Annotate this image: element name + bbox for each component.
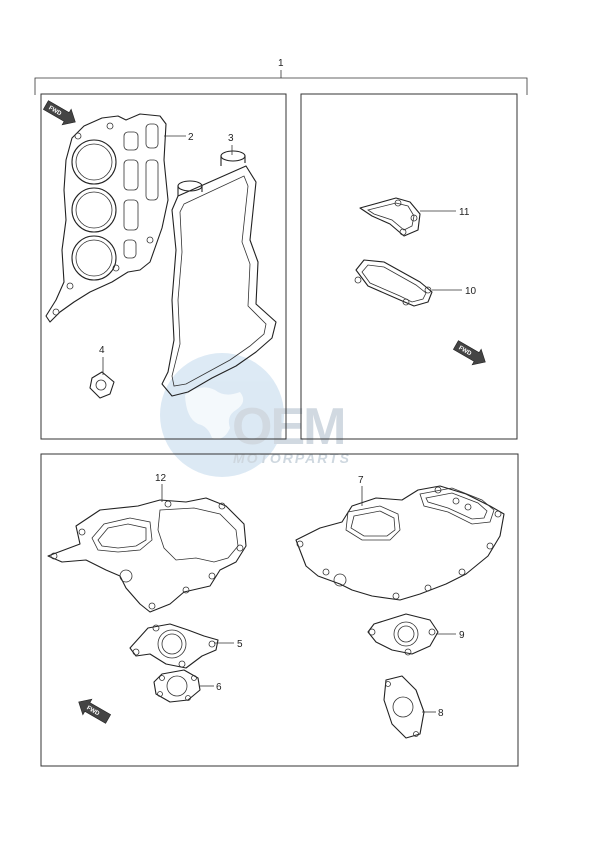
small-gasket-4 — [89, 371, 115, 399]
part-1-callout: 1 — [34, 58, 528, 95]
part-label-5: 5 — [237, 639, 243, 650]
part-12-callout: 12 — [155, 473, 167, 502]
part-label-7: 7 — [358, 475, 364, 486]
watermark-continents — [185, 387, 244, 439]
part-label-8: 8 — [438, 708, 444, 719]
part-6-callout: 6 — [200, 682, 222, 693]
cylinder-head-gasket — [45, 113, 169, 323]
part-3-callout: 3 — [228, 133, 234, 155]
watermark-subtitle: MOTORPARTS — [233, 450, 351, 466]
watermark-brand: OEM — [232, 398, 344, 456]
watermark: OEM MOTORPARTS — [160, 353, 351, 477]
panel-bottom — [40, 453, 519, 767]
part-7-callout: 7 — [358, 475, 364, 506]
fwd-arrow-icon — [452, 340, 486, 366]
part-label-2: 2 — [188, 132, 194, 143]
gasket-9 — [367, 613, 439, 656]
part-label-12: 12 — [155, 473, 167, 484]
gasket-7 — [295, 485, 505, 601]
gasket-10 — [354, 259, 433, 307]
part-label-3: 3 — [228, 133, 234, 144]
fwd-arrow-icon — [42, 100, 76, 126]
part-label-10: 10 — [465, 286, 477, 297]
part-label-1: 1 — [278, 58, 284, 69]
fwd-arrow-right: FWD — [452, 340, 486, 366]
gasket-6 — [153, 669, 201, 703]
fwd-arrow-bottom-left: FWD — [78, 698, 112, 724]
part-label-11: 11 — [459, 207, 470, 218]
gasket-11 — [359, 197, 421, 237]
panel-left-top — [40, 93, 287, 440]
part-8-callout: 8 — [422, 708, 444, 719]
part-5-callout: 5 — [214, 639, 243, 650]
panel-right-top — [300, 93, 518, 440]
gasket-12 — [47, 497, 247, 613]
part-10-callout: 10 — [432, 286, 477, 297]
gasket-8 — [383, 675, 425, 739]
fwd-arrow-top-left: FWD — [42, 100, 76, 126]
part-2-callout: 2 — [164, 132, 194, 143]
fwd-arrow-icon — [78, 698, 112, 724]
head-cover-gasket — [161, 150, 277, 397]
gasket-5 — [129, 623, 219, 669]
part-label-6: 6 — [216, 682, 222, 693]
part-label-9: 9 — [459, 630, 465, 641]
part-label-4: 4 — [99, 345, 105, 356]
part-9-callout: 9 — [436, 630, 465, 641]
part-11-callout: 11 — [420, 207, 470, 218]
part-4-callout: 4 — [99, 345, 105, 375]
